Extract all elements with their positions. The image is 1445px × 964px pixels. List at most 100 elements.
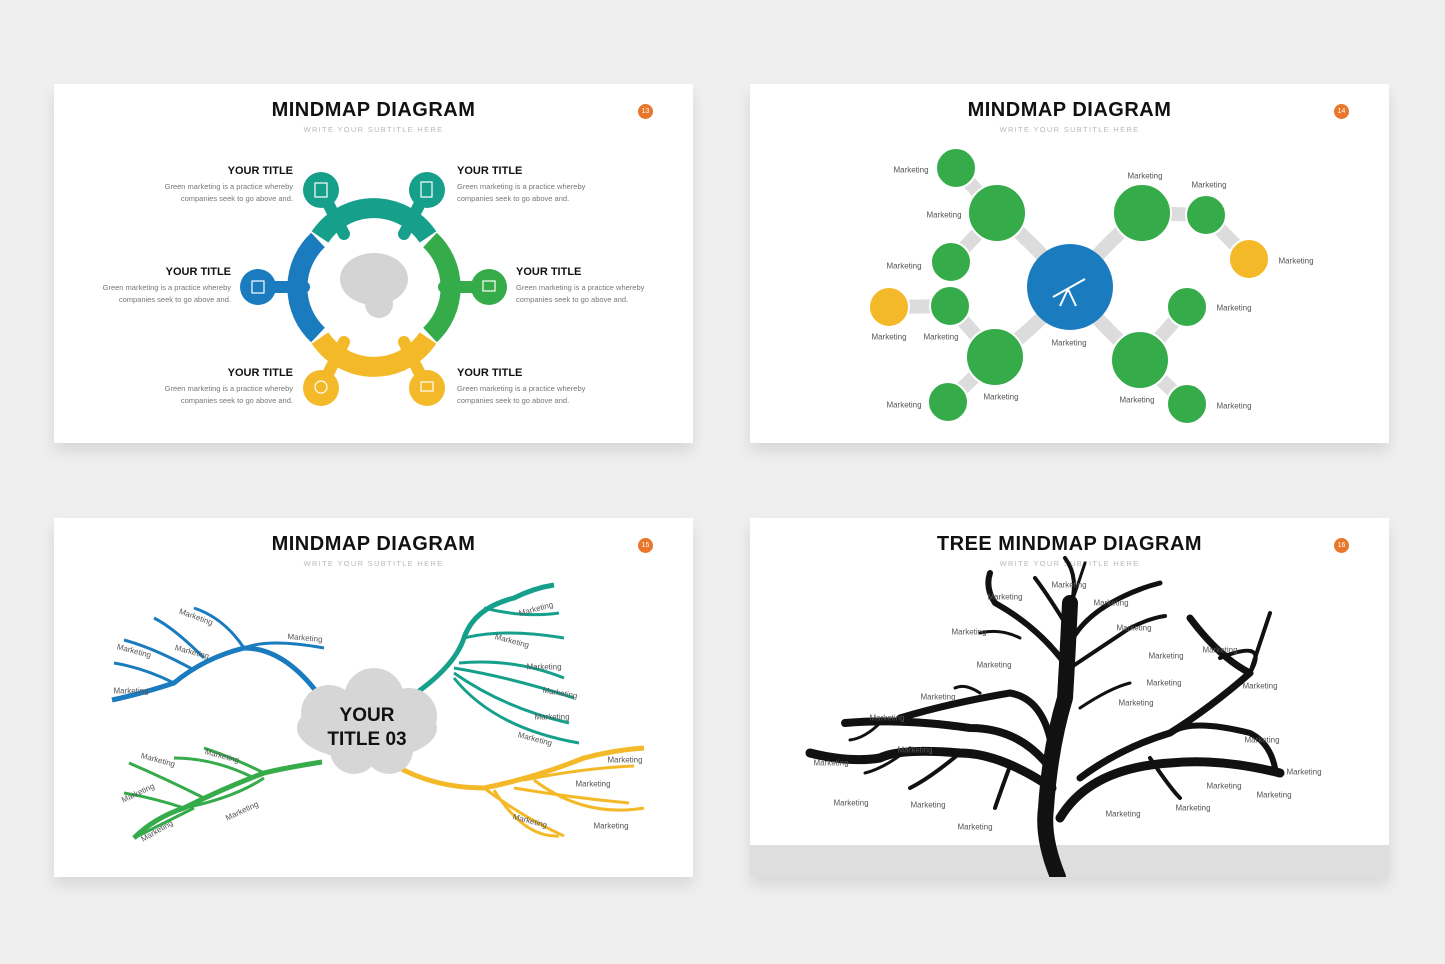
- tree-silhouette: [805, 556, 1285, 877]
- node-label: Marketing: [526, 662, 562, 672]
- node-label: Marketing: [957, 822, 993, 832]
- item-title: YOUR TITLE: [165, 266, 231, 278]
- cloud-shape: [297, 668, 437, 774]
- slide-title: TREE MINDMAP DIAGRAM: [936, 533, 1203, 555]
- item-desc: companies seek to go above and.: [180, 194, 293, 203]
- bubble-map: [868, 147, 1270, 425]
- laptop-icon: [471, 269, 507, 305]
- node-label: Marketing: [1127, 171, 1163, 181]
- item-title: YOUR TITLE: [457, 165, 523, 177]
- node-label: Marketing: [871, 332, 907, 342]
- node-label: Marketing: [1051, 580, 1087, 590]
- book-icon: [929, 285, 971, 327]
- item-desc: Green marketing is a practice whereby: [516, 283, 645, 292]
- item-desc: companies seek to go above and.: [457, 396, 570, 405]
- node-label: Marketing: [910, 800, 946, 810]
- head-idea-icon: [303, 370, 339, 406]
- item-desc: Green marketing is a practice whereby: [457, 182, 586, 191]
- award-icon: [868, 286, 910, 328]
- document-icon: [409, 172, 445, 208]
- node-label: Marketing: [1256, 790, 1292, 800]
- tools-icon: [1166, 383, 1208, 425]
- slide-title: MINDMAP DIAGRAM: [271, 99, 476, 121]
- node-label: Marketing: [976, 660, 1012, 670]
- node-label: Marketing: [886, 400, 922, 410]
- node-label: Marketing: [1105, 809, 1141, 819]
- slide-14[interactable]: MINDMAP DIAGRAM WRITE YOUR SUBTITLE HERE…: [750, 84, 1389, 443]
- slide-title: MINDMAP DIAGRAM: [271, 533, 476, 555]
- item-desc: companies seek to go above and.: [180, 396, 293, 405]
- node-label: Marketing: [1118, 698, 1154, 708]
- node-label: Marketing: [1175, 803, 1211, 813]
- checklist-icon: [927, 381, 969, 423]
- slide-subtitle: WRITE YOUR SUBTITLE HERE: [999, 125, 1140, 134]
- item-desc: companies seek to go above and.: [457, 194, 570, 203]
- branch-blue: [111, 606, 325, 703]
- id-card-icon: [303, 172, 339, 208]
- branch-green: [123, 746, 323, 840]
- ground: [750, 845, 1389, 877]
- edit-icon: [1228, 238, 1270, 280]
- node-label: Marketing: [1191, 180, 1227, 190]
- presentation-icon: [409, 370, 445, 406]
- item-desc: companies seek to go above and.: [118, 295, 231, 304]
- browser-settings-icon: [967, 183, 1027, 243]
- node-label: Marketing: [1051, 338, 1087, 348]
- building-icon: [930, 241, 972, 283]
- ring-diagram: [240, 172, 507, 406]
- node-label: Marketing: [920, 692, 956, 702]
- node-label: Marketing: [869, 713, 905, 723]
- watch-icon: [965, 327, 1025, 387]
- item-desc: Green marketing is a practice whereby: [457, 384, 586, 393]
- item-title: YOUR TITLE: [516, 266, 582, 278]
- item-desc: Green marketing is a practice whereby: [102, 283, 231, 292]
- slide-subtitle: WRITE YOUR SUBTITLE HERE: [303, 559, 444, 568]
- node-label: Marketing: [1146, 678, 1182, 688]
- slide-number-badge: 15: [638, 538, 653, 553]
- node-label: Marketing: [607, 755, 643, 765]
- brain-icon: [340, 253, 408, 318]
- certificate-icon: [240, 269, 276, 305]
- node-label: Marketing: [833, 798, 869, 808]
- node-label: Marketing: [1216, 303, 1252, 313]
- node-label: Marketing: [575, 779, 611, 789]
- node-label: Marketing: [1202, 645, 1238, 655]
- node-label: Marketing: [113, 686, 149, 696]
- node-label: Marketing: [951, 627, 987, 637]
- item-title: YOUR TITLE: [227, 367, 293, 379]
- organic-mindmap: [111, 582, 645, 840]
- node-label: Marketing: [1116, 623, 1152, 633]
- branch-teal: [407, 582, 580, 745]
- slide-number-badge: 14: [1334, 104, 1349, 119]
- node-label: Marketing: [1216, 401, 1252, 411]
- node-label: Marketing: [1242, 681, 1278, 691]
- node-label: Marketing: [813, 758, 849, 768]
- node-label: Marketing: [1244, 735, 1280, 745]
- node-label: Marketing: [897, 745, 933, 755]
- item-desc: companies seek to go above and.: [516, 295, 629, 304]
- node-label: Marketing: [1206, 781, 1242, 791]
- slide-subtitle: WRITE YOUR SUBTITLE HERE: [303, 125, 444, 134]
- slide-15[interactable]: MINDMAP DIAGRAM WRITE YOUR SUBTITLE HERE…: [54, 518, 693, 877]
- node-label: Marketing: [1119, 395, 1155, 405]
- item-desc: Green marketing is a practice whereby: [164, 384, 293, 393]
- tablet-touch-icon: [1110, 330, 1170, 390]
- calendar-icon: [1185, 194, 1227, 236]
- node-label: Marketing: [983, 392, 1019, 402]
- item-desc: Green marketing is a practice whereby: [164, 182, 293, 191]
- node-label: Marketing: [534, 712, 570, 722]
- node-label: Marketing: [893, 165, 929, 175]
- slide-13[interactable]: MINDMAP DIAGRAM WRITE YOUR SUBTITLE HERE…: [54, 84, 693, 443]
- node-label: Marketing: [987, 592, 1023, 602]
- node-label: Marketing: [1286, 767, 1322, 777]
- slide-title: MINDMAP DIAGRAM: [967, 99, 1172, 121]
- slide-16[interactable]: TREE MINDMAP DIAGRAM WRITE YOUR SUBTITLE…: [750, 518, 1389, 877]
- slide-number-badge: 13: [638, 104, 653, 119]
- node-label: Marketing: [926, 210, 962, 220]
- pc-icon: [935, 147, 977, 189]
- branch-yellow: [392, 745, 645, 838]
- node-label: Marketing: [1093, 598, 1129, 608]
- node-label: Marketing: [923, 332, 959, 342]
- node-label: Marketing: [593, 821, 629, 831]
